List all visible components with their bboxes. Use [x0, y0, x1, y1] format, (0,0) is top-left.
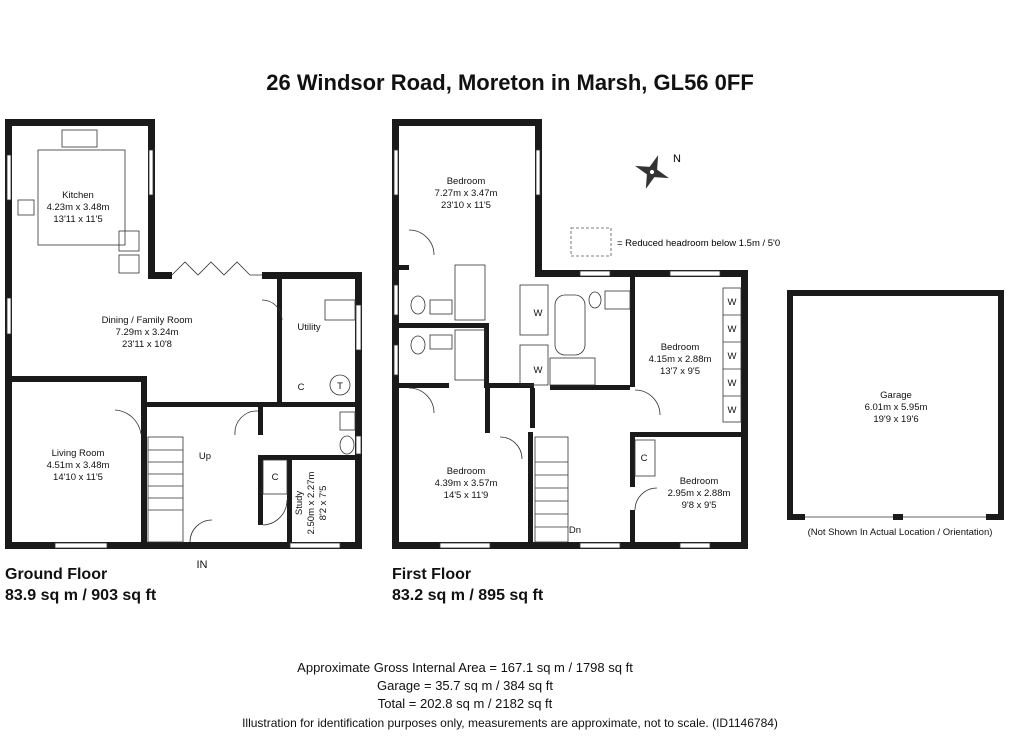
living-room-imperial: 14'10 x 11'5	[53, 472, 103, 483]
entrance-label: IN	[197, 559, 208, 571]
landing-cupboard-label: C	[641, 453, 648, 464]
bedroom-2-metric: 4.15m x 2.88m	[649, 354, 712, 365]
study-imperial: 8'2 x 7'5	[318, 486, 329, 521]
kitchen-metric: 4.23m x 3.48m	[47, 202, 110, 213]
ground-floor-plan	[5, 119, 362, 549]
tank-label: T	[337, 381, 343, 392]
gross-area-summary: Approximate Gross Internal Area = 167.1 …	[297, 660, 633, 675]
wardrobe-4-label: W	[728, 324, 737, 335]
wardrobe-3-label: W	[728, 297, 737, 308]
dining-room-imperial: 23'11 x 10'8	[122, 339, 172, 350]
kitchen-imperial: 13'11 x 11'5	[53, 214, 102, 225]
reduced-headroom-legend: = Reduced headroom below 1.5m / 5'0	[617, 238, 780, 249]
north-indicator-label: N	[673, 153, 681, 165]
bedroom-2-label: Bedroom	[661, 342, 700, 353]
stairs-up-label: Up	[199, 451, 211, 462]
bedroom-1-label: Bedroom	[447, 176, 486, 187]
bedroom-3-metric: 4.39m x 3.57m	[435, 478, 498, 489]
garage-metric: 6.01m x 5.95m	[865, 402, 928, 413]
disclaimer-text: Illustration for identification purposes…	[242, 716, 778, 730]
kitchen-label: Kitchen	[62, 190, 94, 201]
wardrobe-5-label: W	[728, 351, 737, 362]
total-area-summary: Total = 202.8 sq m / 2182 sq ft	[377, 696, 553, 711]
bedroom-1-imperial: 23'10 x 11'5	[441, 200, 491, 211]
dining-room-label: Dining / Family Room	[102, 315, 193, 326]
ground-floor-heading: Ground Floor	[5, 566, 108, 583]
wardrobe-2-label: W	[534, 365, 543, 376]
bedroom-3-imperial: 14'5 x 11'9	[444, 490, 489, 501]
bedroom-4-metric: 2.95m x 2.88m	[668, 488, 731, 499]
garage-orientation-note: (Not Shown In Actual Location / Orientat…	[808, 527, 993, 538]
garage-plan	[787, 290, 1004, 520]
ground-floor-area: 83.9 sq m / 903 sq ft	[5, 587, 157, 604]
garage-label: Garage	[880, 390, 912, 401]
garage-area-summary: Garage = 35.7 sq m / 384 sq ft	[377, 678, 553, 693]
living-room-metric: 4.51m x 3.48m	[47, 460, 110, 471]
utility-cupboard-label: C	[298, 382, 305, 393]
first-floor-plan	[392, 119, 748, 549]
hall-cupboard-label: C	[272, 472, 279, 483]
property-address-title: 26 Windsor Road, Moreton in Marsh, GL56 …	[266, 70, 754, 95]
bedroom-2-imperial: 13'7 x 9'5	[660, 366, 700, 377]
garage-imperial: 19'9 x 19'6	[873, 414, 918, 425]
wardrobe-7-label: W	[728, 405, 737, 416]
stairs-down-label: Dn	[569, 525, 581, 536]
wardrobe-1-label: W	[534, 308, 543, 319]
utility-label: Utility	[297, 322, 320, 333]
wardrobe-6-label: W	[728, 378, 737, 389]
first-floor-heading: First Floor	[392, 566, 472, 583]
bedroom-1-metric: 7.27m x 3.47m	[435, 188, 498, 199]
study-metric: 2.50m x 2.27m	[306, 472, 317, 535]
study-label: Study	[294, 491, 305, 516]
bedroom-4-label: Bedroom	[680, 476, 719, 487]
bedroom-4-imperial: 9'8 x 9'5	[682, 500, 717, 511]
dining-room-metric: 7.29m x 3.24m	[116, 327, 179, 338]
living-room-label: Living Room	[52, 448, 105, 459]
first-floor-area: 83.2 sq m / 895 sq ft	[392, 587, 544, 604]
bedroom-3-label: Bedroom	[447, 466, 486, 477]
